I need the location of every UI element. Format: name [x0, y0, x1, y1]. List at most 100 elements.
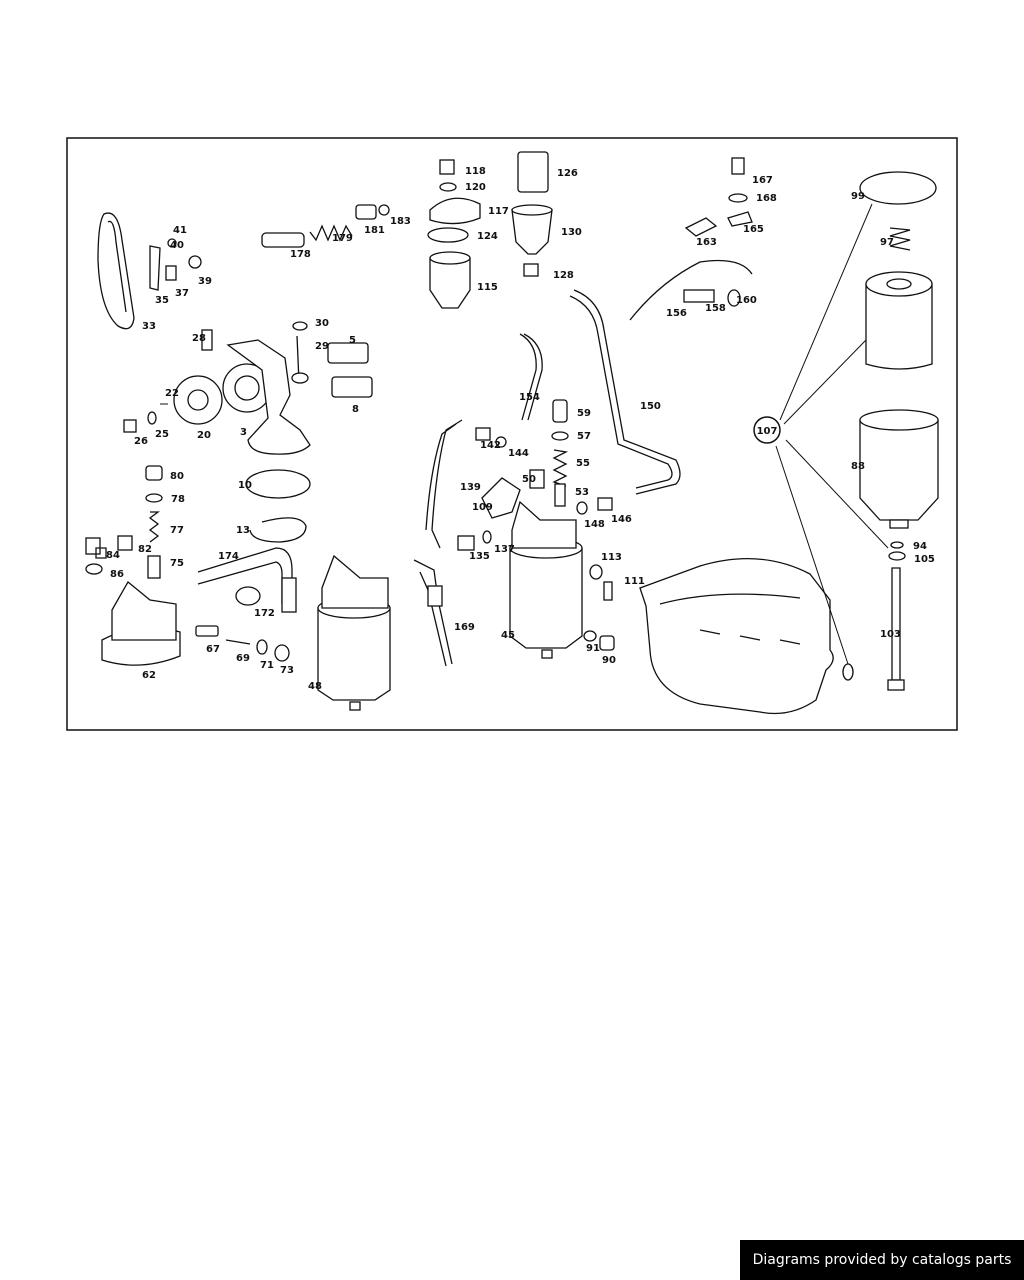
- callout-135: 135: [469, 551, 490, 562]
- callout-40: 40: [170, 240, 184, 251]
- callout-59: 59: [577, 408, 591, 419]
- pipe-154: [519, 333, 543, 421]
- callout-25: 25: [155, 429, 169, 440]
- callout-181: 181: [364, 225, 385, 236]
- callout-97: 97: [880, 237, 894, 248]
- callout-57: 57: [577, 431, 591, 442]
- pipe-139: [425, 419, 463, 549]
- callout-13: 13: [236, 525, 250, 536]
- pump-housing-3: [226, 339, 311, 455]
- o-ring-99: [859, 171, 937, 205]
- callout-172: 172: [254, 608, 275, 619]
- pulley-20: [173, 375, 223, 425]
- callout-124: 124: [477, 231, 498, 242]
- callout-39: 39: [198, 276, 212, 287]
- callout-50: 50: [522, 474, 536, 485]
- credit-banner: Diagrams provided by catalogs parts: [740, 1240, 1024, 1280]
- callout-115: 115: [477, 282, 498, 293]
- filter-disc-10: [245, 469, 311, 499]
- callout-10: 10: [238, 480, 252, 491]
- callout-118: 118: [465, 166, 486, 177]
- callout-137: 137: [494, 544, 515, 555]
- pipe-174: [197, 547, 293, 604]
- callout-75: 75: [170, 558, 184, 569]
- callout-82: 82: [138, 544, 152, 555]
- hub-callout-107: [753, 416, 781, 444]
- callout-94: 94: [913, 541, 927, 552]
- pipe-156: [629, 259, 753, 321]
- callout-103: 103: [880, 629, 901, 640]
- callout-5: 5: [349, 335, 356, 346]
- callout-174: 174: [218, 551, 239, 562]
- filter-element: [865, 283, 933, 370]
- callout-67: 67: [206, 644, 220, 655]
- callout-26: 26: [134, 436, 148, 447]
- credit-text: Diagrams provided by catalogs parts: [752, 1252, 1012, 1268]
- callout-78: 78: [171, 494, 185, 505]
- callout-84: 84: [106, 550, 120, 561]
- callout-35: 35: [155, 295, 169, 306]
- callout-150: 150: [640, 401, 661, 412]
- callout-167: 167: [752, 175, 773, 186]
- callout-22: 22: [165, 388, 179, 399]
- callout-126: 126: [557, 168, 578, 179]
- callout-139: 139: [460, 482, 481, 493]
- callout-154: 154: [519, 392, 540, 403]
- callout-120: 120: [465, 182, 486, 193]
- callout-71: 71: [260, 660, 274, 671]
- callout-90: 90: [602, 655, 616, 666]
- callout-28: 28: [192, 333, 206, 344]
- callout-33: 33: [142, 321, 156, 332]
- callout-37: 37: [175, 288, 189, 299]
- callout-88: 88: [851, 461, 865, 472]
- callout-160: 160: [736, 295, 757, 306]
- callout-55: 55: [576, 458, 590, 469]
- callout-labels: 118 120 126 117 124 130 128 115 167 168 163 165 99 97…: [106, 166, 935, 692]
- callout-80: 80: [170, 471, 184, 482]
- callout-8: 8: [352, 404, 359, 415]
- callout-99: 99: [851, 191, 865, 202]
- callout-86: 86: [110, 569, 124, 580]
- callout-77: 77: [170, 525, 184, 536]
- callout-128: 128: [553, 270, 574, 281]
- diagram-frame: [66, 137, 958, 731]
- parts-diagram: 107 118 120 126 117 124 130 128 115 167 168 163 165…: [66, 137, 958, 731]
- callout-109: 109: [472, 502, 493, 513]
- callout-117: 117: [488, 206, 509, 217]
- callout-144: 144: [508, 448, 529, 459]
- callout-146: 146: [611, 514, 632, 525]
- filter-bowl-115: [429, 257, 471, 309]
- callout-48: 48: [308, 681, 322, 692]
- pipe-150: [569, 289, 681, 495]
- oil-pan: [639, 558, 834, 715]
- v-belt-33: [97, 212, 135, 330]
- callout-41: 41: [173, 225, 187, 236]
- callout-158: 158: [705, 303, 726, 314]
- fuel-filter-45: [509, 547, 583, 649]
- callout-142: 142: [480, 440, 501, 451]
- callout-20: 20: [197, 430, 211, 441]
- callout-183: 183: [390, 216, 411, 227]
- callout-53: 53: [575, 487, 589, 498]
- callout-73: 73: [280, 665, 294, 676]
- fuel-filter-48: [317, 607, 391, 701]
- callout-69: 69: [236, 653, 250, 664]
- hose-169: [413, 559, 453, 667]
- hub-callout-label: 107: [757, 426, 778, 437]
- filter-housing-88: [859, 419, 939, 521]
- callout-168: 168: [756, 193, 777, 204]
- callout-62: 62: [142, 670, 156, 681]
- callout-3: 3: [240, 427, 247, 438]
- callout-178: 178: [290, 249, 311, 260]
- callout-165: 165: [743, 224, 764, 235]
- callout-179: 179: [332, 233, 353, 244]
- callout-163: 163: [696, 237, 717, 248]
- callout-30: 30: [315, 318, 329, 329]
- callout-113: 113: [601, 552, 622, 563]
- callout-148: 148: [584, 519, 605, 530]
- callout-156: 156: [666, 308, 687, 319]
- callout-105: 105: [914, 554, 935, 565]
- callout-91: 91: [586, 643, 600, 654]
- callout-111: 111: [624, 576, 645, 587]
- callout-130: 130: [561, 227, 582, 238]
